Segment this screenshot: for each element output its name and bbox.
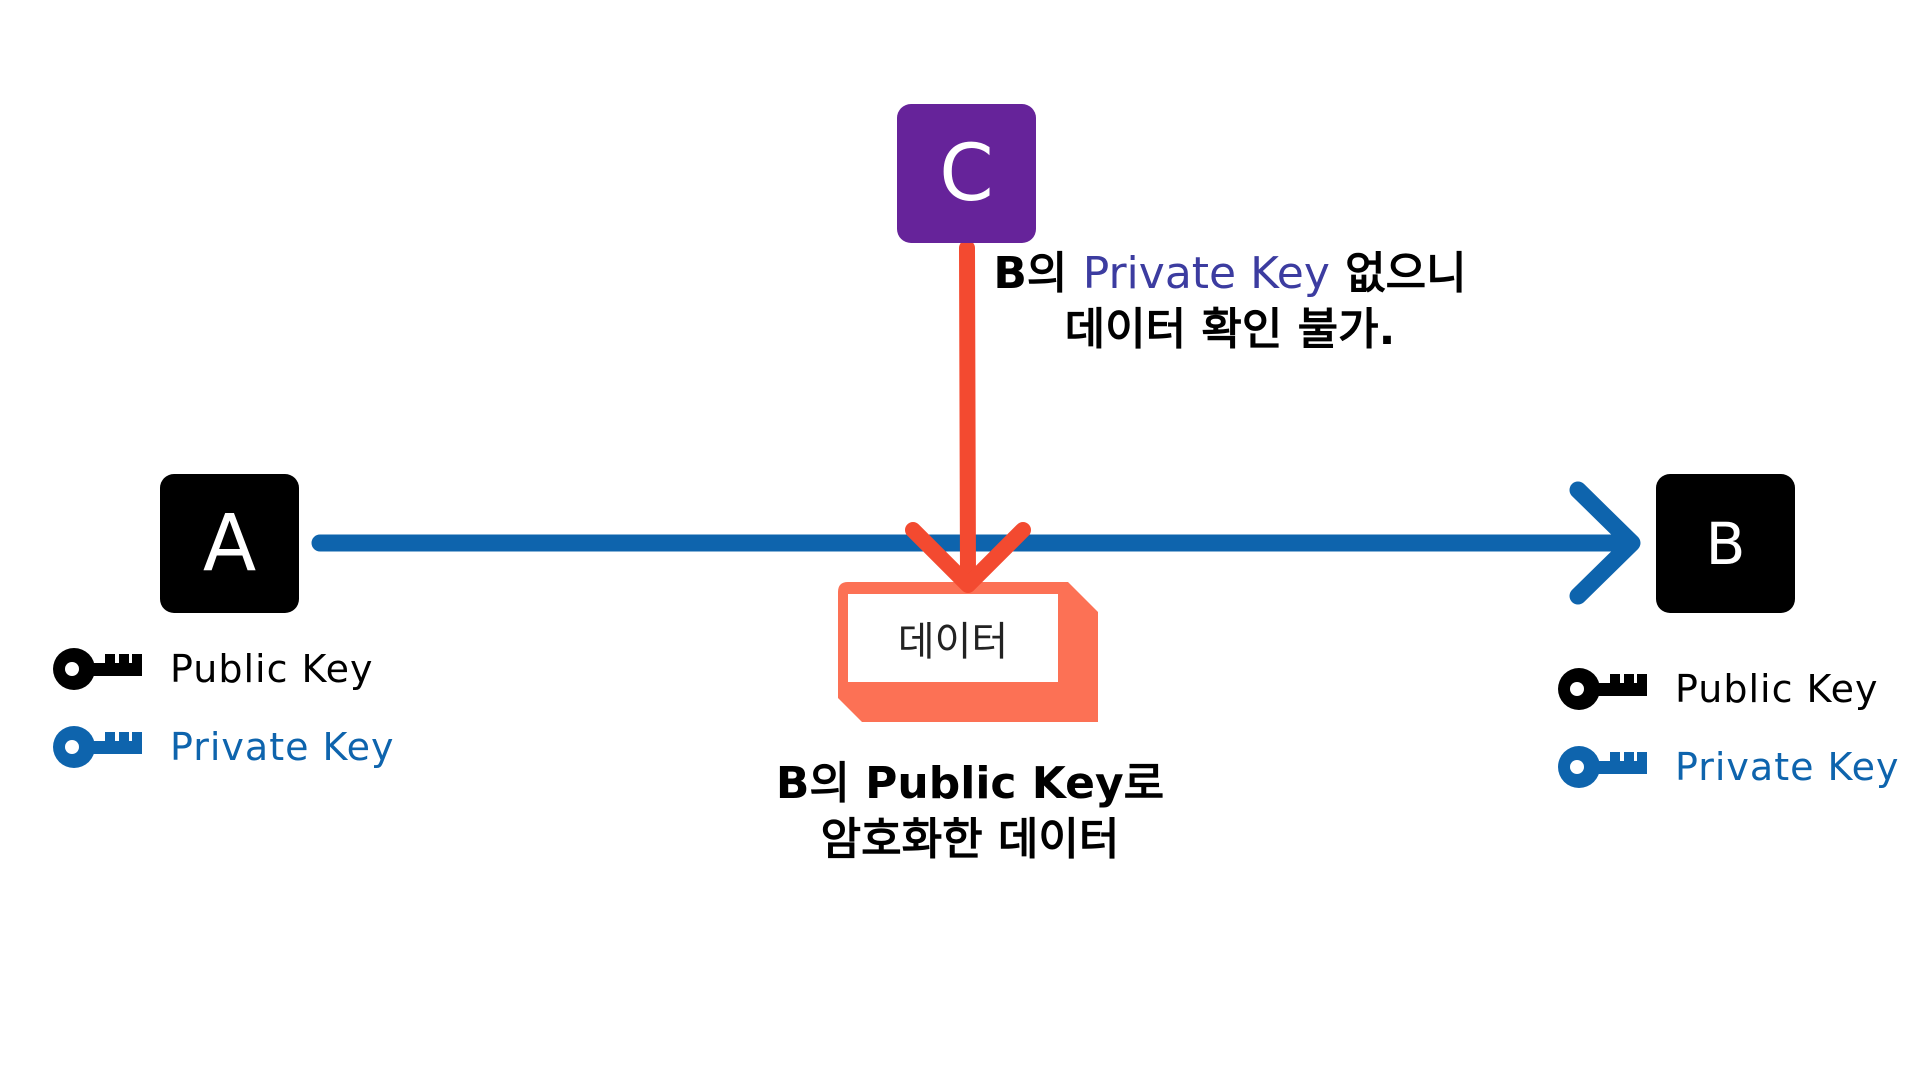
legend-a-private-row: Private Key: [50, 708, 410, 786]
caption-interceptor-prefix: B의: [993, 248, 1083, 299]
node-a: A: [160, 474, 299, 613]
legend-a: Public Key Private Key: [50, 630, 410, 786]
node-b: B: [1656, 474, 1795, 613]
caption-interceptor-highlight: Private Key: [1082, 248, 1330, 299]
key-icon: [1558, 668, 1647, 710]
key-icon: [53, 648, 142, 690]
key-icon: [1558, 746, 1647, 788]
intercept-arrow-head: [905, 522, 1031, 593]
node-c: C: [897, 104, 1036, 243]
legend-b-public-label: Public Key: [1675, 667, 1879, 711]
legend-b: Public Key Private Key: [1555, 650, 1915, 806]
caption-encrypted-data: B의 Public Key로 암호화한 데이터: [760, 756, 1180, 868]
node-b-label: B: [1705, 509, 1746, 578]
legend-a-public-label: Public Key: [170, 647, 374, 691]
data-packet-label: 데이터: [897, 619, 1009, 665]
legend-b-private-label: Private Key: [1675, 745, 1900, 789]
legend-b-public-row: Public Key: [1555, 650, 1915, 728]
caption-interceptor-suffix: 없으니: [1329, 248, 1467, 299]
node-a-label: A: [202, 498, 257, 589]
caption-interceptor: B의 Private Key 없으니 데이터 확인 불가.: [960, 246, 1500, 358]
caption-encrypted-line1: B의 Public Key로: [775, 758, 1165, 809]
caption-interceptor-line2: 데이터 확인 불가.: [1064, 304, 1396, 355]
caption-encrypted-line2: 암호화한 데이터: [820, 814, 1120, 865]
legend-b-private-row: Private Key: [1555, 728, 1915, 806]
legend-a-public-row: Public Key: [50, 630, 410, 708]
legend-a-private-label: Private Key: [170, 725, 395, 769]
key-icon: [53, 726, 142, 768]
intercept-arrow-shaft: [959, 240, 976, 588]
intercept-arrow-c-to-data: [905, 240, 1031, 593]
data-packet-inner: [848, 594, 1058, 682]
flow-arrow-head: [1569, 481, 1641, 605]
data-packet: [838, 582, 1098, 722]
node-c-label: C: [939, 128, 994, 219]
caption-interceptor-line1: B의 Private Key 없으니: [960, 246, 1500, 302]
